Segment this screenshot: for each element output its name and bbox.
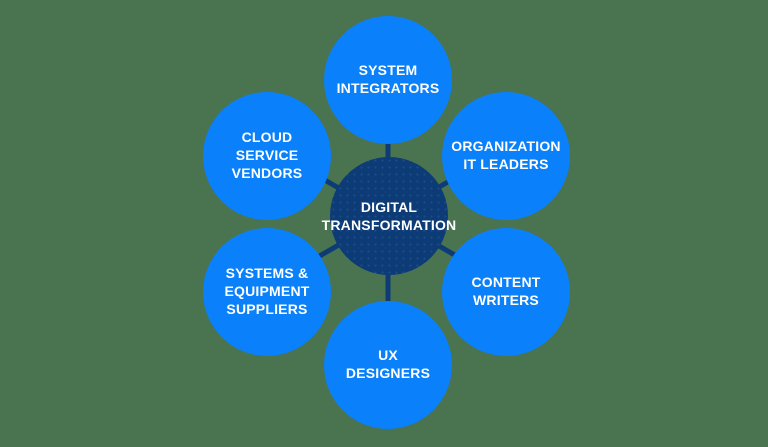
node-label-system-integrators: SYSTEM INTEGRATORS — [336, 62, 440, 96]
node-label-ux-designers: UX DESIGNERS — [345, 347, 431, 381]
node-label-organization-it-leaders: ORGANIZATION IT LEADERS — [451, 138, 561, 172]
node-ux-designers: UX DESIGNERS — [324, 301, 452, 429]
node-label-content-writers: CONTENT WRITERS — [471, 274, 541, 308]
node-systems-equipment-suppliers: SYSTEMS & EQUIPMENT SUPPLIERS — [203, 228, 331, 356]
hub-digital-transformation: DIGITAL TRANSFORMATION — [322, 157, 456, 275]
hub-label: DIGITAL TRANSFORMATION — [321, 198, 457, 233]
node-label-systems-equipment-suppliers: SYSTEMS & EQUIPMENT SUPPLIERS — [224, 265, 310, 317]
node-label-cloud-service-vendors: CLOUD SERVICE VENDORS — [231, 129, 303, 181]
node-system-integrators: SYSTEM INTEGRATORS — [324, 16, 452, 144]
node-cloud-service-vendors: CLOUD SERVICE VENDORS — [203, 92, 331, 220]
node-content-writers: CONTENT WRITERS — [442, 228, 570, 356]
node-organization-it-leaders: ORGANIZATION IT LEADERS — [442, 92, 570, 220]
